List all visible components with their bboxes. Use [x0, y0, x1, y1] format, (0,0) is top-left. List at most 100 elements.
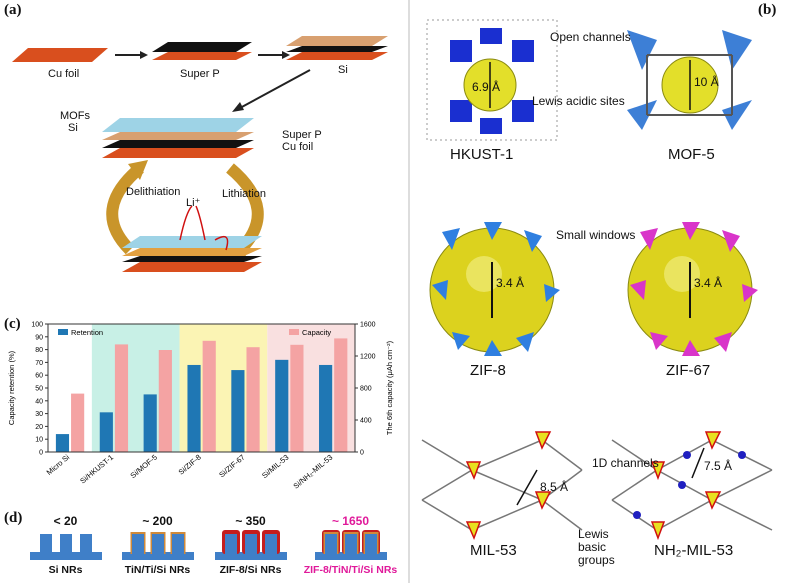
zif8-structure	[429, 222, 560, 356]
nanorod-drawing-3	[314, 530, 387, 560]
name-hkust1: HKUST-1	[450, 146, 514, 163]
super-p-sheet	[152, 42, 252, 52]
label-cu-foil-mid: Cu foil	[282, 141, 314, 153]
name-nh2-mil53: NH₂-MIL-53	[654, 542, 734, 559]
pore-zif67: 3.4 Å	[694, 276, 723, 290]
label-mofs: MOFs	[60, 110, 90, 122]
ytick-label-90: 90	[35, 334, 43, 341]
y2tick-label-0: 0	[360, 450, 364, 457]
legend-label-capacity: Capacity	[302, 328, 331, 337]
label-delithiation: Delithiation	[126, 186, 181, 198]
ytick-label-0: 0	[39, 450, 43, 457]
bar-capacity-6	[334, 338, 348, 452]
label-si: Si	[338, 64, 348, 76]
nanorod-label-0: Si NRs	[48, 564, 83, 576]
nanorod-label-1: TiN/Ti/Si NRs	[124, 564, 191, 576]
ytick-label-20: 20	[35, 424, 43, 431]
mof-stack	[102, 118, 254, 158]
bar-capacity-3	[202, 340, 216, 452]
ytick-label-30: 30	[35, 411, 43, 418]
nanorod-value-0: < 20	[53, 514, 78, 528]
lithiated-stack	[122, 236, 262, 272]
label-lewis-basic: Lewis basic groups	[578, 527, 615, 567]
bar-capacity-2	[158, 350, 172, 452]
pore-nh2-mil53: 7.5 Å	[704, 459, 733, 473]
label-open-channels: Open channels	[550, 30, 631, 44]
name-mof5: MOF-5	[668, 146, 715, 163]
label-cu-foil: Cu foil	[48, 68, 80, 80]
si-sheet	[286, 36, 388, 46]
name-zif8: ZIF-8	[470, 362, 506, 379]
label-li-ion: Li⁺	[186, 197, 201, 209]
panel-divider	[408, 0, 410, 583]
label-small-windows: Small windows	[556, 228, 636, 242]
ytick-label-80: 80	[35, 347, 43, 354]
xtick-label-1: Si/HKUST-1	[78, 453, 115, 486]
xtick-label-2: Si/MOF-5	[129, 453, 159, 481]
nanorod-value-1: ~ 200	[142, 514, 173, 528]
nanorod-value-2: ~ 350	[235, 514, 266, 528]
pore-mil53: 8.5 Å	[540, 480, 569, 494]
hkust1-structure	[426, 19, 558, 141]
panel-a-schematic	[12, 36, 388, 272]
pore-zif8: 3.4 Å	[496, 276, 525, 290]
label-si-mid: Si	[68, 122, 78, 134]
nanorod-drawing-1	[121, 532, 194, 560]
y2label: The 6th capacity (μAh cm⁻²)	[385, 340, 394, 435]
label-lithiation: Lithiation	[222, 188, 267, 200]
bar-capacity-0	[71, 393, 85, 452]
bar-retention-0	[55, 434, 70, 452]
legend-swatch-retention	[58, 329, 68, 335]
mof5-structure	[627, 30, 752, 130]
ytick-label-10: 10	[35, 437, 43, 444]
bar-retention-2	[143, 394, 157, 452]
bar-retention-5	[275, 359, 289, 452]
cu-foil-sheet	[12, 48, 108, 62]
y2tick-label-1600: 1600	[360, 322, 376, 329]
y2tick-label-400: 400	[360, 418, 372, 425]
nanorod-drawing-2	[214, 530, 287, 560]
bar-capacity-5	[290, 344, 304, 452]
legend-label-retention: Retention	[71, 328, 103, 337]
panel-c-chart: 0102030405060708090100040080012001600Mic…	[7, 322, 394, 491]
label-1d-channels: 1D channels	[592, 456, 659, 470]
y2tick-label-800: 800	[360, 386, 372, 393]
label-super-p-mid: Super P	[282, 129, 322, 141]
ytick-label-60: 60	[35, 373, 43, 380]
nanorod-label-2: ZIF-8/Si NRs	[219, 564, 282, 576]
xtick-label-3: Si/ZIF-8	[177, 453, 203, 477]
panel-b-structures	[421, 19, 773, 541]
bar-capacity-1	[114, 344, 129, 452]
panel-label-c: (c)	[4, 316, 21, 332]
legend-swatch-capacity	[289, 329, 299, 335]
mil53-structure	[421, 431, 583, 540]
bar-retention-6	[319, 364, 333, 452]
bar-retention-3	[187, 364, 201, 452]
y2tick-label-1200: 1200	[360, 354, 376, 361]
nh2-mil53-structure	[611, 431, 773, 541]
ylabel: Capacity retention (%)	[7, 350, 16, 425]
pore-hkust1: 6.9 Å	[472, 80, 501, 94]
zif67-structure	[627, 222, 758, 356]
nanorod-value-3: ~ 1650	[331, 514, 370, 528]
xtick-label-4: Si/ZIF-67	[217, 453, 246, 480]
pore-mof5: 10 Å	[694, 75, 719, 89]
nanorod-drawing-0	[29, 534, 102, 560]
panel-label-b: (b)	[758, 2, 777, 18]
xtick-label-5: Si/MIL-53	[260, 453, 290, 481]
name-mil53: MIL-53	[470, 542, 517, 559]
panel-label-d: (d)	[4, 510, 23, 526]
nanorod-label-3: ZIF-8/TiN/Ti/Si NRs	[303, 564, 398, 576]
label-lewis-acidic: Lewis acidic sites	[532, 94, 625, 108]
label-super-p: Super P	[180, 68, 220, 80]
xtick-label-0: Micro Si	[45, 452, 72, 477]
ytick-label-40: 40	[35, 398, 43, 405]
bar-retention-4	[231, 370, 245, 452]
ytick-label-50: 50	[35, 386, 43, 393]
nanorod-0: < 20 Si NRs	[18, 514, 113, 576]
bar-capacity-4	[246, 347, 260, 452]
